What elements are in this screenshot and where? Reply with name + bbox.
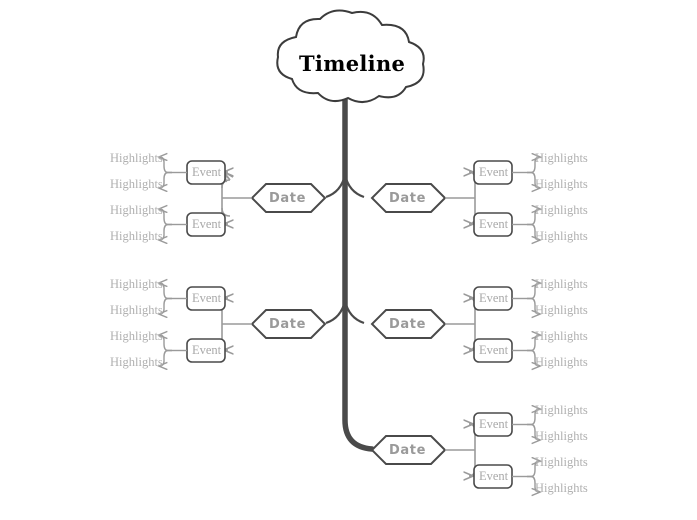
highlight-arm-2-left-a1 [159,283,172,300]
trunk-junction-right-2 [343,300,365,325]
branch-1-right-connectors [370,157,540,241]
root-cloud[interactable] [276,9,425,103]
highlight-arm-1-left-b2 [159,223,172,241]
date-hexagon-3-right[interactable] [370,435,447,465]
event-box-2-right-a[interactable] [473,286,513,311]
highlight-arm-2-right-b2 [527,349,540,367]
highlight-arm-2-right-a2 [527,297,540,315]
highlight-arm-1-right-b2 [527,223,540,241]
event-box-3-right-a[interactable] [473,412,513,437]
highlight-arm-1-left-a2 [159,171,172,189]
branch-3-right-connectors [370,409,540,493]
highlight-arm-3-right-b1 [527,461,540,478]
event-box-2-right-b[interactable] [473,338,513,363]
event-box-2-left-a[interactable] [186,286,226,311]
date-hexagon-2-right[interactable] [370,309,447,339]
event-box-1-left-b[interactable] [186,212,226,237]
date-hexagon-2-left[interactable] [250,309,327,339]
event-box-1-right-b[interactable] [473,212,513,237]
highlight-arm-2-right-b1 [527,335,540,352]
highlight-arm-1-right-a1 [527,157,540,174]
date-hexagon-1-left[interactable] [250,183,327,213]
highlight-arm-1-right-a2 [527,171,540,189]
trunk-junction-left-2 [325,300,347,325]
highlight-arm-2-left-b2 [159,349,172,367]
trunk-group [325,92,375,452]
date-hexagon-1-right[interactable] [370,183,447,213]
branch-2-right-connectors [370,283,540,367]
highlight-arm-3-right-a1 [527,409,540,426]
highlight-arm-2-right-a1 [527,283,540,300]
event-box-1-left-a[interactable] [186,160,226,185]
event-box-3-right-b[interactable] [473,464,513,489]
highlight-arm-2-left-a2 [159,297,172,315]
highlight-arm-3-right-a2 [527,423,540,441]
trunk-junction-right-1 [343,174,365,199]
highlight-arm-1-left-b1 [159,209,172,226]
event-box-1-right-a[interactable] [473,160,513,185]
branch-1-left-connectors [159,157,327,241]
cloud-shape [276,9,425,103]
highlight-arm-1-right-b1 [527,209,540,226]
highlight-arm-3-right-b2 [527,475,540,493]
highlight-arm-1-left-a1 [159,157,172,174]
trunk-junction-left-1 [325,174,347,199]
branch-2-left-connectors [159,283,327,367]
highlight-arm-2-left-b1 [159,335,172,352]
trunk-main [342,92,375,452]
event-box-2-left-b[interactable] [186,338,226,363]
